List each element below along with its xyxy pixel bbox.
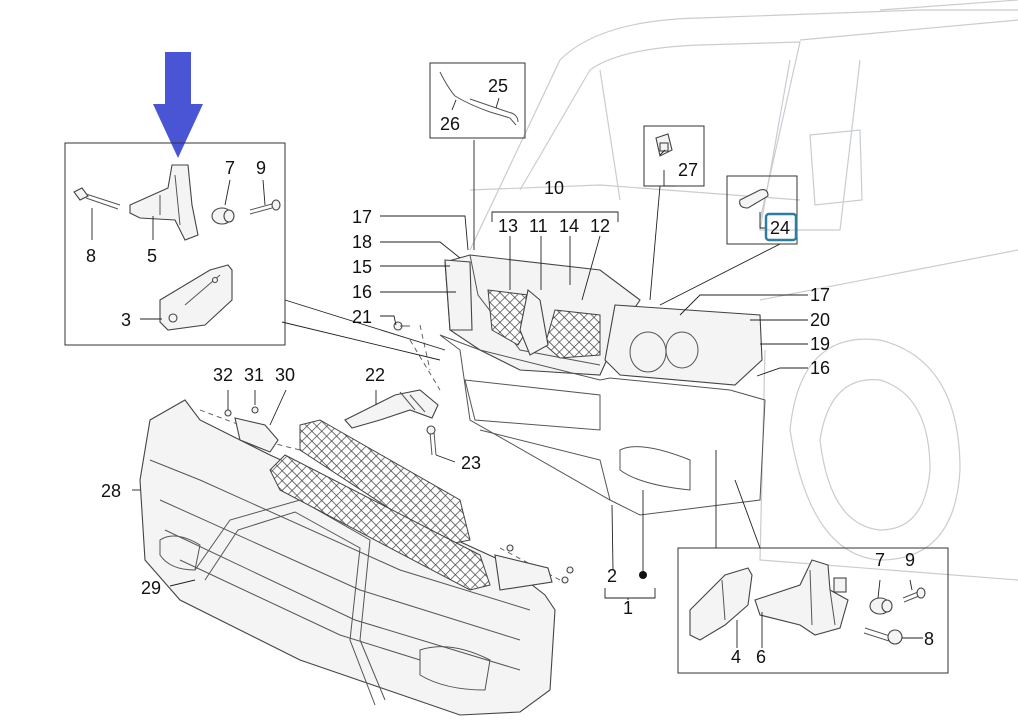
label-29: 29 — [141, 578, 161, 598]
label-5: 5 — [147, 246, 157, 266]
label-32: 32 — [213, 365, 233, 385]
detail-box-25-26 — [429, 62, 526, 139]
label-15: 15 — [352, 257, 372, 277]
label-23: 23 — [461, 453, 481, 473]
label-4: 4 — [731, 647, 741, 667]
label-26: 26 — [440, 114, 460, 134]
label-20: 20 — [810, 310, 830, 330]
label-7-top: 7 — [225, 158, 235, 178]
leader-lines — [91, 97, 923, 648]
label-2: 2 — [607, 566, 617, 586]
label-14: 14 — [559, 216, 579, 236]
label-9-top: 9 — [256, 158, 266, 178]
front-bumper-lower — [139, 399, 574, 716]
detail-box-27 — [643, 125, 705, 187]
detail-box-top-left — [64, 142, 286, 346]
label-8-top: 8 — [86, 246, 96, 266]
label-12: 12 — [590, 216, 610, 236]
label-11: 11 — [529, 216, 548, 236]
label-18: 18 — [352, 232, 372, 252]
label-16-left: 16 — [352, 282, 372, 302]
label-31: 31 — [244, 365, 264, 385]
label-3: 3 — [121, 310, 131, 330]
front-mask-assembly — [393, 254, 766, 516]
indicator-arrow — [153, 52, 203, 158]
label-22: 22 — [365, 365, 385, 385]
detail-box-24 — [726, 175, 798, 245]
label-28: 28 — [101, 481, 121, 501]
label-16-right: 16 — [810, 358, 830, 378]
label-24: 24 — [770, 218, 790, 238]
detail-box-bottom-right — [677, 547, 949, 674]
label-25: 25 — [488, 76, 508, 96]
highlight-box-24 — [764, 212, 798, 242]
label-30: 30 — [275, 365, 295, 385]
label-19: 19 — [810, 334, 830, 354]
label-6: 6 — [756, 647, 766, 667]
label-27: 27 — [678, 160, 698, 180]
label-10: 10 — [544, 178, 564, 198]
label-9-bottom: 9 — [905, 550, 915, 570]
label-13: 13 — [498, 216, 518, 236]
label-8-bottom: 8 — [924, 629, 934, 649]
label-7-bottom: 7 — [875, 550, 885, 570]
label-21: 21 — [352, 307, 372, 327]
label-17-left: 17 — [352, 207, 372, 227]
vehicle-outline — [469, 0, 1018, 581]
bracket-22 — [344, 389, 439, 456]
callout-labels: 25 26 27 24 10 13 11 14 12 17 18 15 16 2… — [86, 76, 934, 667]
label-1: 1 — [623, 598, 633, 618]
label-17-right: 17 — [810, 285, 830, 305]
reference-dot — [639, 571, 647, 579]
